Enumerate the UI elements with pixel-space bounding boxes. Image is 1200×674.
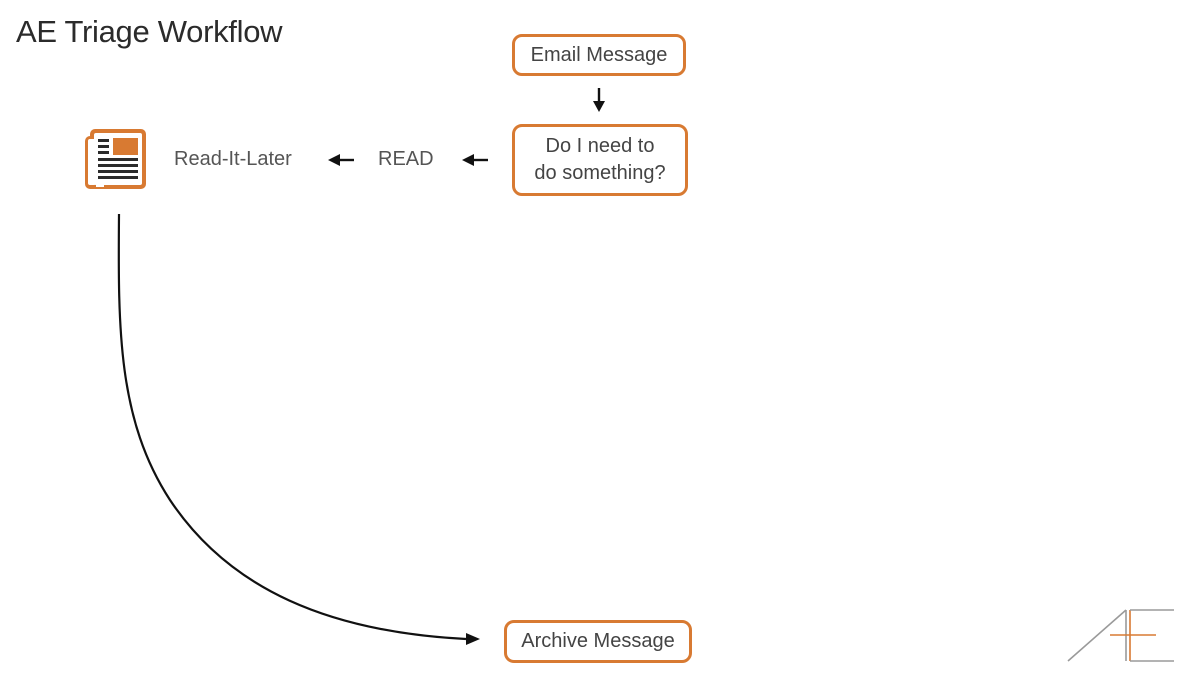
email-message-node: Email Message <box>512 34 686 76</box>
newspaper-icon <box>82 126 150 194</box>
slide-title: AE Triage Workflow <box>16 14 283 49</box>
arrow-read-to-read-it-later <box>328 154 354 166</box>
email-message-label: Email Message <box>530 43 668 66</box>
arrow-email-to-decision <box>593 88 605 112</box>
arrow-read-it-later-to-archive <box>117 213 480 645</box>
archive-message-node: Archive Message <box>504 620 692 663</box>
decision-label-line1: Do I need to <box>545 135 655 157</box>
ae-logo <box>1064 608 1176 664</box>
decision-node: Do I need to do something? <box>512 124 688 196</box>
read-label: READ <box>378 148 434 170</box>
read-it-later-label: Read-It-Later <box>174 148 292 170</box>
archive-message-label: Archive Message <box>521 630 675 652</box>
decision-label-line2: do something? <box>534 162 666 184</box>
arrow-decision-to-read <box>462 154 488 166</box>
